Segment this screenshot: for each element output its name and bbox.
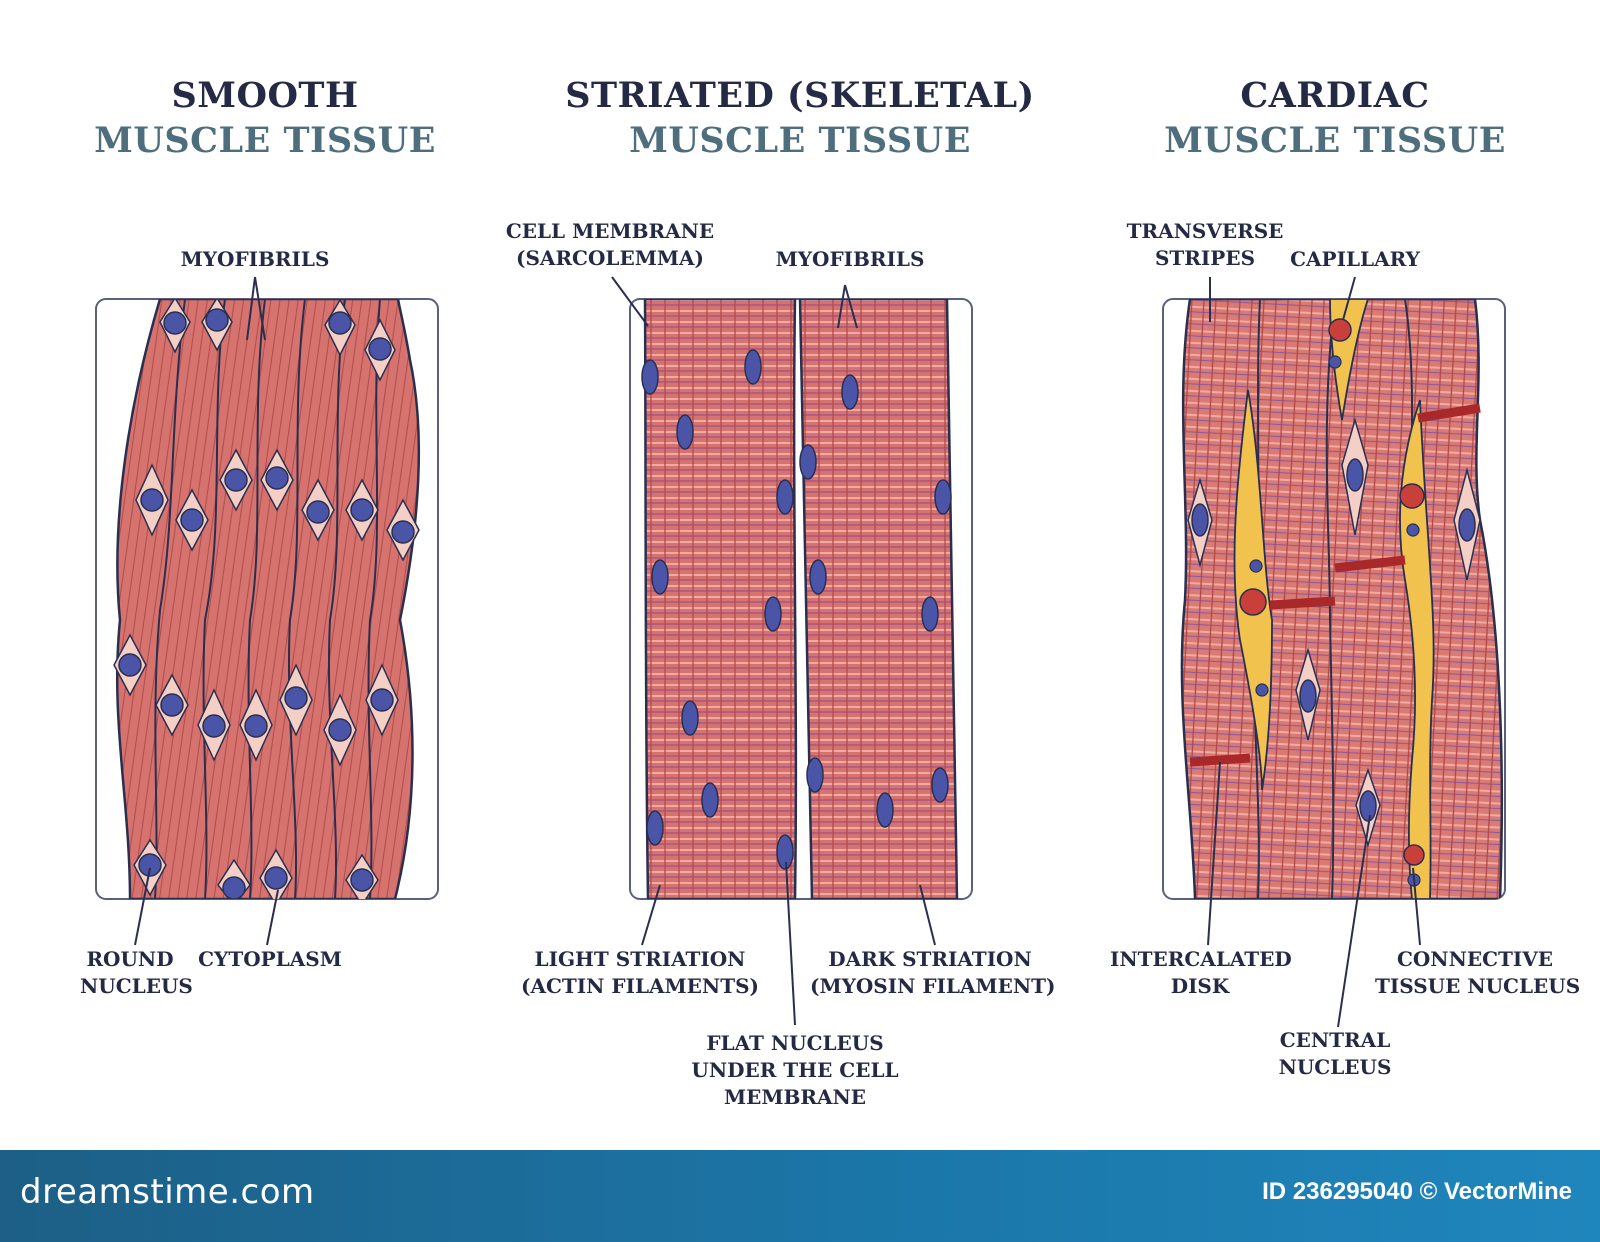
brand-logo[interactable]: dreamstime.com	[20, 1172, 315, 1212]
striated-fiber-right	[798, 299, 959, 899]
label-text: DISK	[1170, 974, 1230, 998]
label-text: ROUND	[86, 947, 174, 971]
label-text: TISSUE NUCLEUS	[1375, 974, 1581, 998]
label-text: TRANSVERSE	[1126, 219, 1284, 243]
label-text: MEMBRANE	[723, 1085, 867, 1109]
label-flat-nucleus: FLAT NUCLEUS UNDER THE CELL MEMBRANE	[690, 1030, 900, 1111]
striated-title-line2: MUSCLE TISSUE	[629, 120, 971, 161]
label-text: STRIPES	[1154, 246, 1256, 270]
label-text: UNDER THE CELL	[691, 1058, 899, 1082]
capillary-vessel-right	[1399, 399, 1435, 899]
label-text: (SARCOLEMMA)	[516, 246, 704, 270]
label-round-nucleus: ROUND NUCLEUS	[80, 946, 193, 1000]
label-text: MYOFIBRILS	[180, 247, 330, 271]
cardiac-title: CARDIAC MUSCLE TISSUE	[1130, 74, 1540, 164]
smooth-title: SMOOTH MUSCLE TISSUE	[60, 74, 470, 164]
cardiac-muscle-panel	[1162, 276, 1506, 1028]
label-intercalated-disk: INTERCALATED DISK	[1110, 946, 1292, 1000]
label-light-striation: LIGHT STRIATION (ACTIN FILAMENTS)	[520, 946, 760, 1000]
label-text: CELL MEMBRANE	[505, 219, 715, 243]
muscle-illustration	[95, 276, 1506, 1028]
stock-id: ID 236295040 © VectorMine	[1262, 1178, 1572, 1205]
label-text: (MYOSIN FILAMENT)	[810, 974, 1056, 998]
striated-muscle-panel	[611, 276, 973, 1026]
label-text: LIGHT STRIATION	[534, 947, 746, 971]
smooth-muscle-panel	[95, 276, 439, 946]
label-central-nucleus: CENTRAL NUCLEUS	[1270, 1027, 1400, 1081]
label-dark-striation: DARK STRIATION (MYOSIN FILAMENT)	[810, 946, 1056, 1000]
label-text: NUCLEUS	[80, 974, 193, 998]
label-capillary: CAPILLARY	[1285, 246, 1425, 273]
label-cytoplasm: CYTOPLASM	[190, 946, 350, 973]
smooth-title-line1: SMOOTH	[171, 75, 359, 116]
label-text: (ACTIN FILAMENTS)	[521, 974, 759, 998]
striated-title: STRIATED (SKELETAL) MUSCLE TISSUE	[560, 74, 1040, 164]
label-text: INTERCALATED	[1110, 947, 1292, 971]
striated-title-line1: STRIATED (SKELETAL)	[565, 75, 1035, 116]
label-connective-tissue-nucleus: CONNECTIVE TISSUE NUCLEUS	[1375, 946, 1581, 1000]
label-text: CENTRAL	[1279, 1028, 1391, 1052]
label-text: DARK STRIATION	[828, 947, 1032, 971]
cardiac-title-line2: MUSCLE TISSUE	[1164, 120, 1506, 161]
label-text: FLAT NUCLEUS	[706, 1031, 884, 1055]
label-cell-membrane: CELL MEMBRANE (SARCOLEMMA)	[505, 218, 715, 272]
label-smooth-myofibrils: MYOFIBRILS	[170, 246, 340, 273]
label-text: CAPILLARY	[1290, 247, 1420, 271]
label-text: CYTOPLASM	[198, 947, 342, 971]
label-striated-myofibrils: MYOFIBRILS	[765, 246, 935, 273]
cardiac-title-line1: CARDIAC	[1240, 75, 1430, 116]
label-text: CONNECTIVE	[1396, 947, 1554, 971]
label-transverse-stripes: TRANSVERSE STRIPES	[1120, 218, 1290, 272]
smooth-title-line2: MUSCLE TISSUE	[94, 120, 436, 161]
label-text: NUCLEUS	[1278, 1055, 1392, 1079]
label-text: MYOFIBRILS	[775, 247, 925, 271]
footer-bar: dreamstime.com ID 236295040 © VectorMine	[0, 1150, 1600, 1242]
